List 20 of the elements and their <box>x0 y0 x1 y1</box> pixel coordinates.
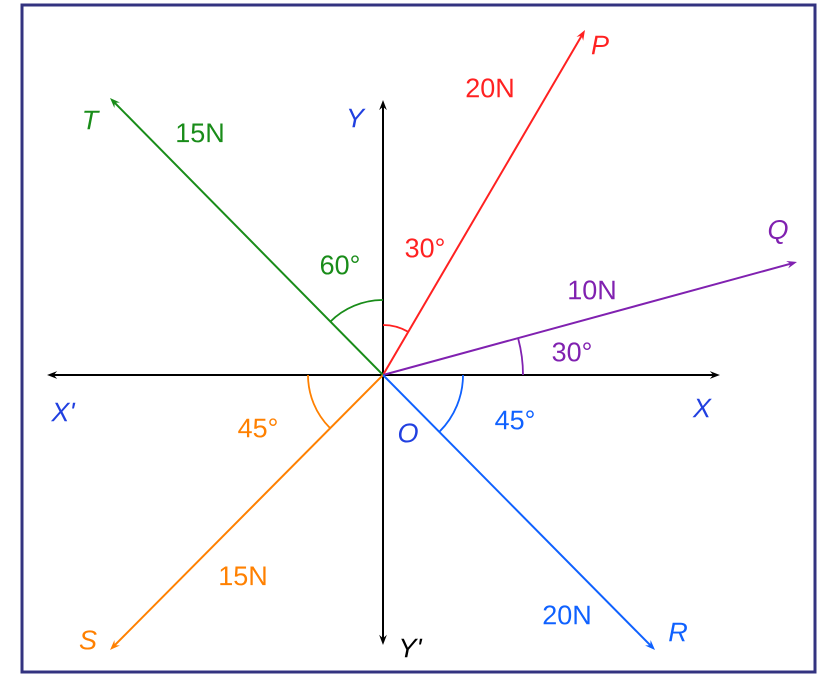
angle-label: 30° <box>406 238 444 258</box>
axis-label: X' <box>50 402 76 422</box>
axis-label: Y <box>348 108 366 128</box>
force-label: 15N <box>177 124 223 142</box>
axis-label: Y' <box>401 638 422 658</box>
point-label: S <box>80 630 97 650</box>
point-label: P <box>592 36 609 54</box>
point-label: Q <box>768 220 788 244</box>
angle-label: 45° <box>238 418 277 438</box>
angle-label: 30° <box>552 342 591 362</box>
point-label: O <box>398 423 418 443</box>
angle-label: 60° <box>320 255 359 275</box>
force-label: 10N <box>569 280 615 300</box>
force-label: 20N <box>544 605 590 625</box>
point-label: T <box>84 110 100 130</box>
angle-label: 45° <box>495 410 534 430</box>
point-label: R <box>669 622 687 642</box>
force-label: 20N <box>466 78 513 98</box>
axis-label: X <box>692 398 712 418</box>
force-label: 15N <box>220 566 266 586</box>
